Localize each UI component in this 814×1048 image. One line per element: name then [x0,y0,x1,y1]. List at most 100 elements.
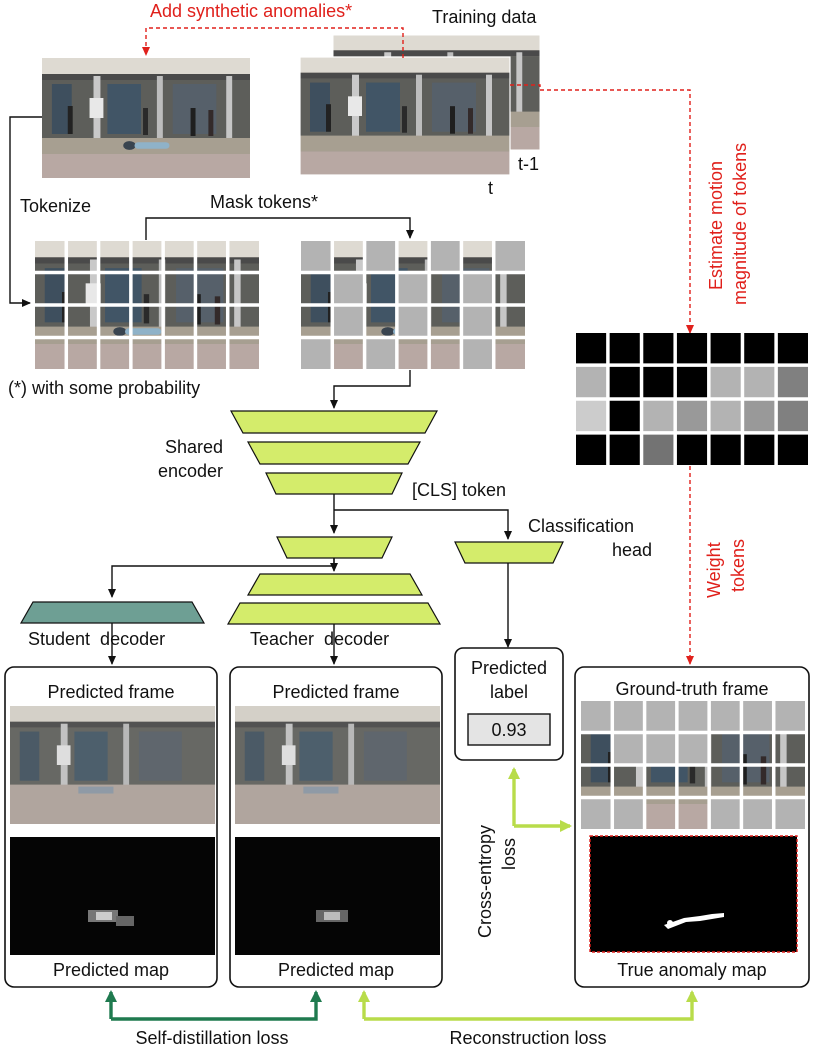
motion-token [676,366,708,398]
classification-head-label-1: Classification [528,516,634,536]
augmented-frame [42,58,250,178]
shared-encoder-label-2: encoder [158,461,223,481]
estimate-motion-arrow [510,84,694,334]
shared-encoder [229,410,439,495]
teacher-predicted-map [235,837,440,955]
motion-token [744,366,775,398]
estimate-motion-label-1: Estimate motion [706,161,726,290]
masked-token [612,700,645,733]
predicted-label-value: 0.93 [491,720,526,740]
decoder-first-layer [276,536,393,559]
token-border [33,239,261,371]
masked-token [461,337,494,370]
masked-token [429,240,462,273]
classification-head [454,541,564,564]
masked-token [493,240,526,273]
motion-token [676,333,708,364]
mask-tokens-arrow [145,217,414,240]
cls-token-arrow [334,509,512,540]
add-anomalies-arrow [142,27,404,58]
training-data-label: Training data [432,7,537,27]
encoder-input-arrow [330,370,411,409]
masked-token [364,240,397,273]
motion-token [609,434,640,465]
masked-token [300,240,333,273]
reconstruction-loss-label: Reconstruction loss [449,1028,606,1048]
motion-token [676,400,708,432]
motion-token [576,434,607,465]
masked-token [741,797,774,830]
masked-token [461,272,494,305]
student-predicted-frame-title: Predicted frame [47,682,174,702]
reconstruction-loss-line-2 [364,990,698,1021]
ground-truth-frame [579,699,807,831]
tokenized-frame [33,239,261,371]
masked-token [580,797,613,830]
motion-token [744,400,775,432]
masked-grid-lines [299,239,527,371]
motion-magnitude-grid [576,333,808,465]
estimate-motion-label-2: magnitude of tokens [730,143,750,305]
masked-token [612,732,645,765]
masked-token [396,272,430,305]
masked-token [741,700,774,733]
motion-token [710,366,741,398]
motion-token [710,400,741,432]
masked-token [709,797,742,830]
predicted-label-title-1: Predicted [471,658,547,678]
probability-note: (*) with some probability [8,378,200,398]
teacher-predicted-map-title: Predicted map [278,960,394,980]
ground-truth-frame-title: Ground-truth frame [615,679,768,699]
true-anomaly-map [589,835,798,953]
frame-t [299,56,511,176]
masked-token [644,732,677,765]
masked-token [773,700,806,733]
masked-frame [299,239,527,371]
cls-token-label: [CLS] token [412,480,506,500]
token-border [579,699,807,831]
motion-token [643,366,674,398]
masked-token [364,337,397,370]
masked-token [644,700,677,733]
tokenized-grid-lines [33,239,261,371]
motion-token [643,333,674,364]
tokenize-arrow [9,116,42,307]
motion-token [710,333,741,364]
masked-token [709,700,742,733]
ground-truth-grid-lines [579,699,807,831]
masked-token [612,797,645,830]
masked-token [676,700,710,733]
classification-head-label-2: head [612,540,652,560]
self-distillation-loss-line-2 [111,990,322,1021]
token-border [299,239,527,371]
mask-tokens-label: Mask tokens* [210,192,318,212]
teacher-decoder [226,573,442,625]
cross-entropy-label-2: loss [499,838,519,870]
motion-token [609,333,640,364]
shared-encoder-label-1: Shared [165,437,223,457]
masked-token [300,337,333,370]
tokenize-label: Tokenize [20,196,91,216]
teacher-predicted-frame-title: Predicted frame [272,682,399,702]
masked-token [580,700,613,733]
weight-tokens-label-1: Weight [704,542,724,598]
frame-t-minus-1-label: t-1 [518,154,539,174]
masked-token [676,732,710,765]
motion-token [744,333,775,364]
student-predicted-map [10,837,215,955]
motion-token [576,400,607,432]
true-anomaly-map-title: True anomaly map [617,960,766,980]
motion-token [777,366,808,398]
student-decoder [19,601,206,624]
motion-token [609,400,640,432]
masked-token [332,272,365,305]
teacher-predicted-frame [235,706,440,824]
motion-token [777,434,808,465]
student-predicted-frame [10,706,215,824]
add-anomalies-label: Add synthetic anomalies* [150,1,352,21]
masked-token [461,305,494,338]
ground-truth-masked-patches [580,700,806,830]
motion-token [609,366,640,398]
motion-token [643,400,674,432]
